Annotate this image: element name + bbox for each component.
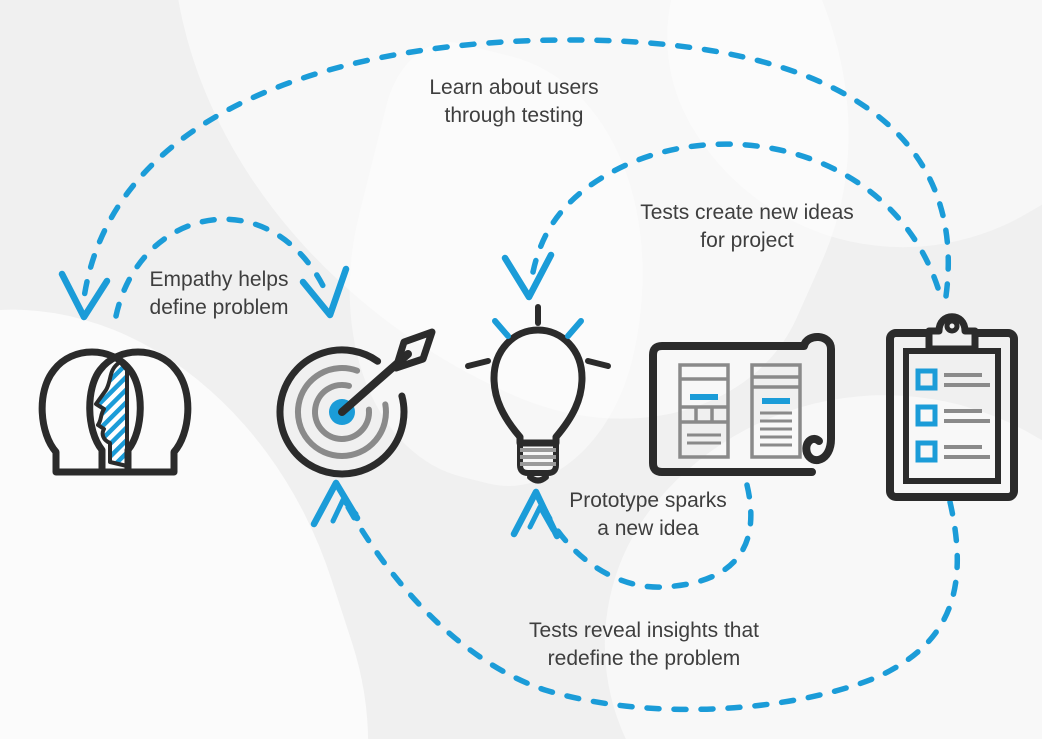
arc-test-to-empathize [81,37,951,301]
label-line: Learn about users [429,76,599,99]
bulb-ray-blue-left [492,318,511,339]
arrowhead-up-ideate-inner [527,504,556,533]
arrowhead-up-define-inner [330,497,359,524]
arrow-heads [58,251,561,540]
arc-empathize-to-define [113,216,331,319]
clipboard-checklist-icon [886,313,1018,501]
label-line: a new idea [597,517,699,540]
two-heads-empathy-icon [38,348,192,476]
arrowhead-down-empathize [58,270,111,321]
lightbulb-icon [465,304,611,484]
blueprint-scroll-icon [649,333,835,476]
arc-test-to-define [345,499,961,713]
label-tests-create-ideas: Tests create new ideas for project [640,199,854,255]
bulb-ray-blue-right [565,318,584,339]
arc-test-to-ideate [530,141,941,291]
label-line: Tests create new ideas [640,201,854,224]
target-dart-icon [276,328,436,478]
wireframe-left [678,363,730,459]
label-prototype-sparks: Prototype sparks a new idea [569,487,727,543]
label-line: for project [700,229,794,252]
arc-prototype-to-ideate [542,482,754,590]
label-line: define problem [149,296,289,319]
arrowhead-down-define [299,265,350,319]
arrowhead-down-ideate [501,251,555,301]
label-learn-about-users: Learn about users through testing [429,74,598,130]
label-line: redefine the problem [547,647,741,670]
label-line: Prototype sparks [569,489,727,512]
label-line: Empathy helps [149,268,289,291]
label-line: through testing [444,104,584,127]
label-empathy-helps: Empathy helps define problem [150,266,289,322]
checklist-rows [915,368,990,463]
label-line: Tests reveal insights that [529,619,759,642]
arrow-paths [81,37,961,713]
wireframe-right [750,363,802,459]
label-tests-reveal-insights: Tests reveal insights that redefine the … [529,617,759,673]
